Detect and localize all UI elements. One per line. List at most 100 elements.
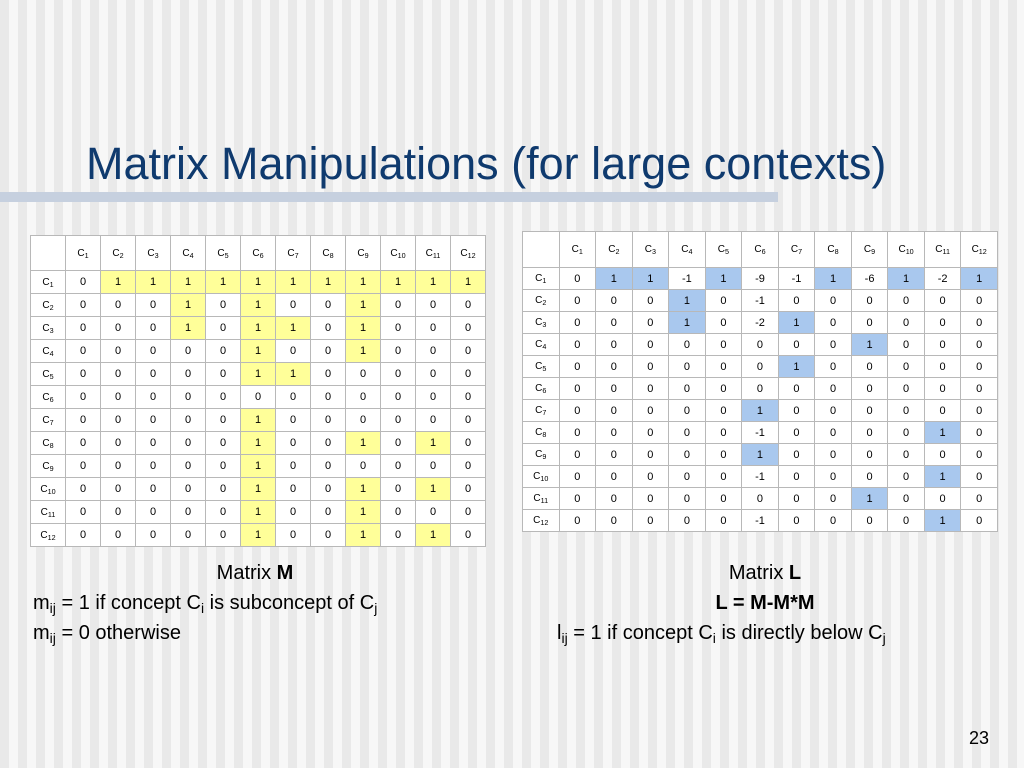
matrix-cell: 1 <box>100 270 136 294</box>
matrix-cell: 0 <box>345 385 381 409</box>
matrix-cell: 0 <box>450 477 486 501</box>
column-header: C10 <box>380 235 416 271</box>
matrix-cell: 0 <box>310 454 346 478</box>
row-header: C1 <box>522 267 560 290</box>
matrix-m-definition-1: mij = 1 if concept Ci is subconcept of C… <box>33 592 378 617</box>
matrix-cell: 0 <box>850 399 889 422</box>
matrix-cell: 0 <box>310 362 346 386</box>
matrix-cell: 1 <box>777 355 816 378</box>
row-header: C1 <box>30 270 66 294</box>
column-header: C5 <box>205 235 241 271</box>
matrix-cell: 0 <box>887 421 925 444</box>
matrix-cell: 0 <box>380 500 416 524</box>
matrix-cell: -1 <box>741 465 779 488</box>
matrix-cell: 0 <box>135 339 171 363</box>
matrix-cell: 0 <box>135 316 171 340</box>
row-header: C2 <box>30 293 66 317</box>
matrix-cell: 0 <box>668 377 706 400</box>
matrix-cell: 0 <box>345 362 381 386</box>
matrix-cell: 0 <box>450 293 486 317</box>
matrix-cell: 1 <box>923 421 962 444</box>
matrix-cell: 0 <box>960 289 998 312</box>
matrix-cell: 0 <box>668 465 706 488</box>
matrix-cell: 0 <box>415 385 451 409</box>
matrix-cell: 0 <box>668 421 706 444</box>
matrix-cell: 0 <box>558 311 597 334</box>
matrix-cell: 0 <box>380 293 416 317</box>
matrix-cell: 1 <box>170 293 206 317</box>
matrix-cell: 0 <box>170 431 206 455</box>
matrix-l-caption: Matrix L <box>640 562 890 585</box>
matrix-cell: 0 <box>380 385 416 409</box>
row-header: C11 <box>30 500 66 524</box>
row-header: C10 <box>522 465 560 488</box>
corner-cell <box>522 231 560 268</box>
matrix-cell: 0 <box>704 333 743 356</box>
matrix-cell: 0 <box>887 443 925 466</box>
matrix-cell: 0 <box>741 333 779 356</box>
matrix-cell: 0 <box>887 465 925 488</box>
matrix-cell: 0 <box>558 267 597 290</box>
matrix-cell: 0 <box>205 316 241 340</box>
matrix-cell: 1 <box>450 270 486 294</box>
matrix-cell: 0 <box>777 421 816 444</box>
matrix-cell: 0 <box>135 500 171 524</box>
matrix-cell: 1 <box>240 523 276 547</box>
matrix-cell: 0 <box>135 523 171 547</box>
matrix-cell: 0 <box>135 385 171 409</box>
matrix-cell: 0 <box>631 465 670 488</box>
matrix-cell: 0 <box>850 465 889 488</box>
matrix-cell: 0 <box>595 355 633 378</box>
matrix-cell: 0 <box>777 289 816 312</box>
matrix-cell: 0 <box>923 333 962 356</box>
column-header: C9 <box>850 231 889 268</box>
matrix-cell: 1 <box>415 431 451 455</box>
matrix-cell: 0 <box>170 500 206 524</box>
matrix-cell: 0 <box>777 333 816 356</box>
matrix-cell: 1 <box>240 431 276 455</box>
matrix-cell: 0 <box>415 339 451 363</box>
matrix-cell: 1 <box>240 477 276 501</box>
matrix-cell: 0 <box>65 431 101 455</box>
row-header: C3 <box>522 311 560 334</box>
matrix-cell: 0 <box>704 399 743 422</box>
matrix-cell: 0 <box>558 443 597 466</box>
matrix-cell: 0 <box>777 465 816 488</box>
matrix-cell: 1 <box>923 465 962 488</box>
matrix-cell: 0 <box>450 500 486 524</box>
matrix-cell: 0 <box>668 443 706 466</box>
matrix-cell: 0 <box>595 333 633 356</box>
column-header: C4 <box>170 235 206 271</box>
matrix-cell: 0 <box>631 399 670 422</box>
matrix-cell: 0 <box>310 385 346 409</box>
matrix-cell: 1 <box>170 316 206 340</box>
column-header: C12 <box>450 235 486 271</box>
row-header: C9 <box>522 443 560 466</box>
matrix-cell: 1 <box>668 311 706 334</box>
matrix-cell: 1 <box>850 333 889 356</box>
matrix-cell: 1 <box>240 293 276 317</box>
matrix-cell: 0 <box>777 443 816 466</box>
matrix-cell: 0 <box>65 477 101 501</box>
matrix-cell: 0 <box>741 487 779 510</box>
matrix-cell: 0 <box>887 311 925 334</box>
matrix-cell: 0 <box>704 421 743 444</box>
matrix-cell: 0 <box>415 408 451 432</box>
matrix-cell: 1 <box>595 267 633 290</box>
row-header: C6 <box>30 385 66 409</box>
matrix-cell: 0 <box>415 500 451 524</box>
matrix-cell: 0 <box>310 523 346 547</box>
matrix-cell: 0 <box>205 385 241 409</box>
matrix-cell: 0 <box>450 408 486 432</box>
matrix-cell: -1 <box>777 267 816 290</box>
matrix-cell: 0 <box>310 293 346 317</box>
